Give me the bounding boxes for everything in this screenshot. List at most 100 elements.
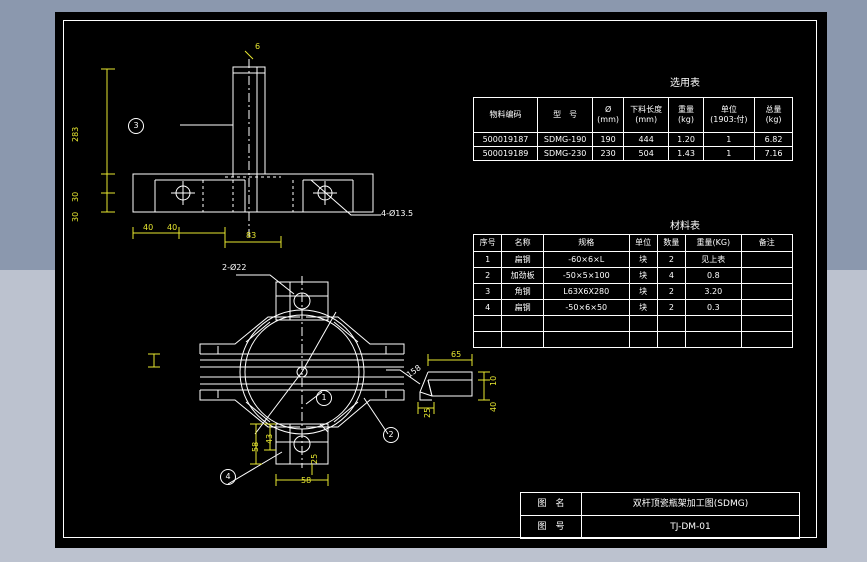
cell — [542, 315, 630, 332]
cell: 块 — [628, 267, 658, 284]
title-block-label: 图 名 — [520, 492, 582, 516]
balloon-1[interactable]: 1 — [316, 390, 332, 406]
cell — [501, 331, 544, 348]
detail-dim-width: 65 — [451, 350, 462, 359]
cell: 7.16 — [754, 146, 793, 161]
col-index: 序号 — [472, 234, 503, 252]
col-weight: 重量(kg) — [668, 97, 704, 133]
elev-dim-left-b: 40 — [167, 223, 178, 232]
col-diameter: Ø(mm) — [592, 97, 624, 133]
cell: 块 — [628, 299, 658, 316]
cell: 2 — [656, 299, 687, 316]
cell — [740, 251, 794, 268]
cell: 扁钢 — [501, 299, 544, 316]
elevation-view-geometry — [101, 50, 381, 248]
col-spec: 规格 — [542, 234, 630, 252]
plan-dim-plate-d: 25 — [310, 453, 319, 464]
title-block-row[interactable]: 图 名双杆顶瓷瓶架加工图(SDMG) — [520, 492, 800, 516]
drawing-border-frame — [63, 20, 817, 538]
title-block-value: TJ-DM-01 — [581, 515, 800, 539]
cell — [628, 315, 658, 332]
cell: -50×6×50 — [542, 299, 630, 316]
elev-dim-top-offset: 30 — [71, 191, 80, 202]
cell: 1 — [702, 132, 756, 147]
balloon-2[interactable]: 2 — [383, 427, 399, 443]
plan-view-geometry — [148, 274, 405, 486]
col-material-code: 物料编码 — [473, 97, 538, 133]
cell — [472, 331, 503, 348]
col-model: 型 号 — [536, 97, 594, 133]
table-row[interactable] — [472, 331, 794, 348]
cell: 1.20 — [668, 132, 704, 147]
balloon-4[interactable]: 4 — [220, 469, 236, 485]
drawing-canvas[interactable]: 283 30 30 40 40 83 6 4-Ø13.5 3 — [55, 12, 827, 548]
cell — [501, 315, 544, 332]
elev-dim-center-width: 83 — [246, 231, 257, 240]
col-name: 名称 — [501, 234, 544, 252]
cell: 角钢 — [501, 283, 544, 300]
detail-dim-top-h: 10 — [489, 375, 498, 386]
elev-dim-left-a: 40 — [143, 223, 154, 232]
cell — [740, 267, 794, 284]
cell: -50×5×100 — [542, 267, 630, 284]
cell — [656, 331, 687, 348]
cell: 加劲板 — [501, 267, 544, 284]
cell: 扁钢 — [501, 251, 544, 268]
cell: 4 — [472, 299, 503, 316]
cell: 0.8 — [685, 267, 742, 284]
cell — [740, 315, 794, 332]
col-total: 总量(kg) — [754, 97, 793, 133]
cell: SDMG-230 — [536, 146, 594, 161]
cell: 3 — [472, 283, 503, 300]
cell: 块 — [628, 251, 658, 268]
selection-table-header-row: 物料编码 型 号 Ø(mm) 下料长度(mm) 重量(kg) — [473, 97, 793, 133]
cell: 230 — [592, 146, 624, 161]
cell — [685, 315, 742, 332]
cell: 4 — [656, 267, 687, 284]
table-row[interactable] — [472, 315, 794, 332]
title-block-value: 双杆顶瓷瓶架加工图(SDMG) — [581, 492, 800, 516]
cell — [472, 315, 503, 332]
col-cut-length: 下料长度(mm) — [622, 97, 670, 133]
cell: 444 — [622, 132, 670, 147]
cell: 2 — [656, 251, 687, 268]
cell — [740, 331, 794, 348]
cell: 见上表 — [685, 251, 742, 268]
cell: 2 — [472, 267, 503, 284]
material-table-header-row: 序号 名称 规格 单位 数量 重量(KG) 备注 — [472, 234, 794, 252]
col-qty: 数量 — [656, 234, 687, 252]
col-unit: 单位(1903:付) — [702, 97, 756, 133]
cell: L63X6X280 — [542, 283, 630, 300]
cell: 1 — [702, 146, 756, 161]
elev-dim-bottom-offset: 30 — [71, 211, 80, 222]
plan-bolt-callout: 2-Ø22 — [222, 263, 247, 272]
balloon-3[interactable]: 3 — [128, 118, 144, 134]
cell: 0.3 — [685, 299, 742, 316]
cell: 1.43 — [668, 146, 704, 161]
cell: 500019187 — [473, 132, 538, 147]
col-unit: 单位 — [628, 234, 658, 252]
elev-dim-height: 283 — [71, 126, 80, 142]
cell — [740, 299, 794, 316]
plan-dim-plate-h: 58 — [251, 441, 260, 452]
cell: 504 — [622, 146, 670, 161]
selection-table[interactable]: 物料编码 型 号 Ø(mm) 下料长度(mm) 重量(kg) — [473, 97, 793, 161]
cell: 3.20 — [685, 283, 742, 300]
cell — [628, 331, 658, 348]
material-table-title: 材料表 — [670, 221, 700, 232]
cell — [542, 331, 630, 348]
cell: 500019189 — [473, 146, 538, 161]
